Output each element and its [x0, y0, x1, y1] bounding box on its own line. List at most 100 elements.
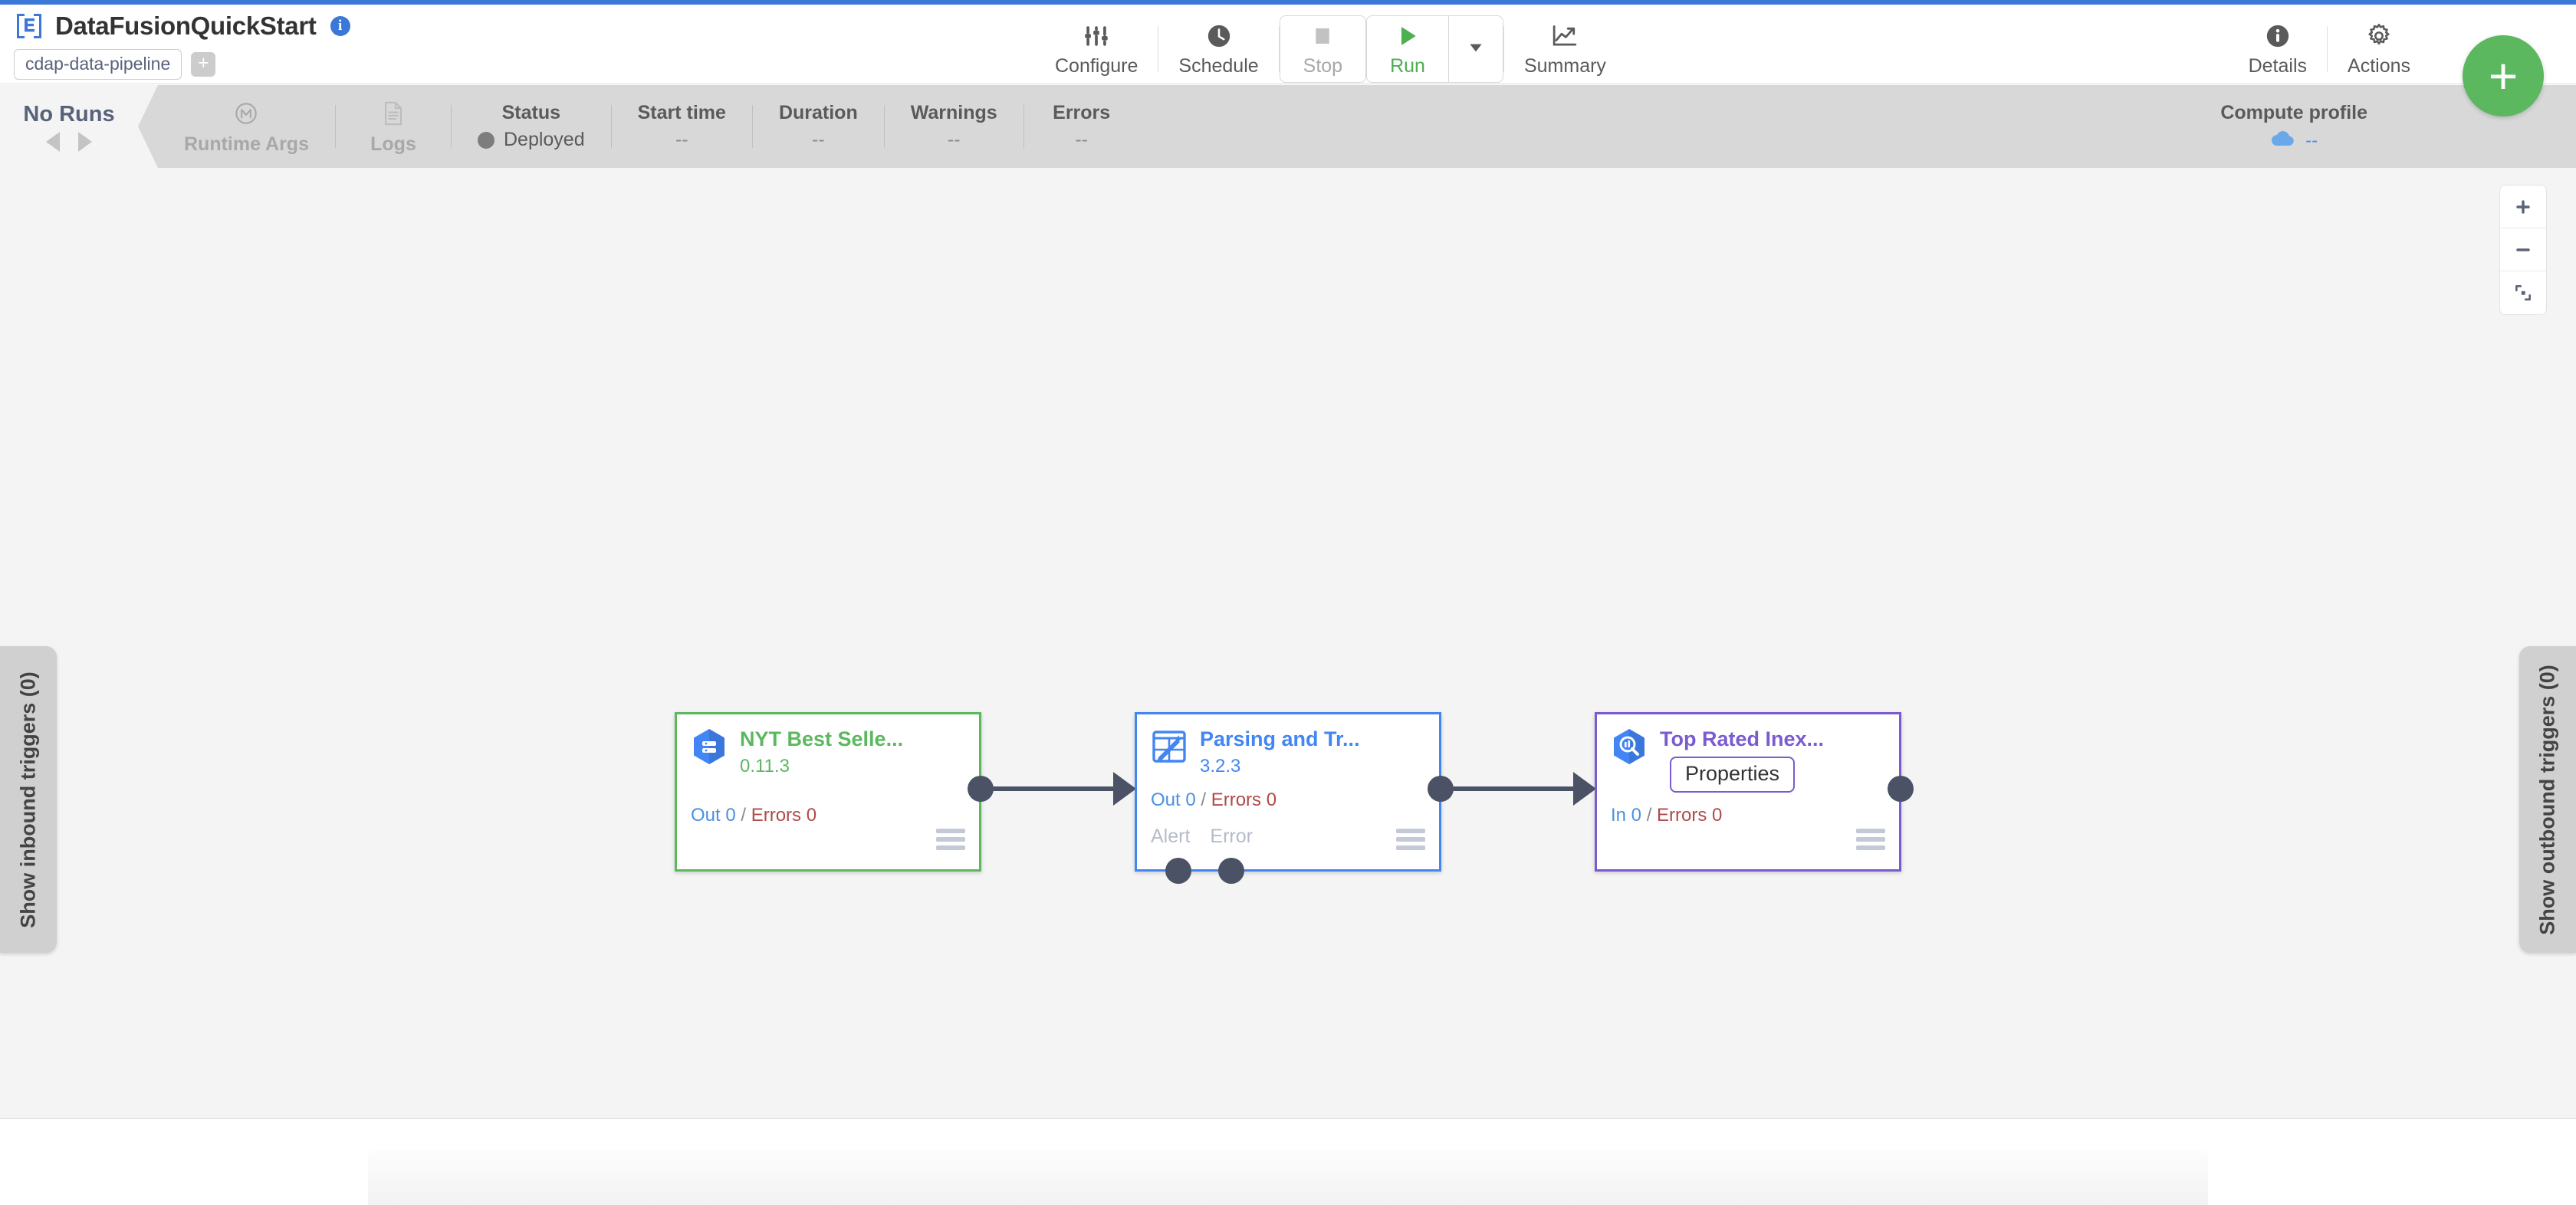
logs-label: Logs [370, 133, 416, 155]
pipeline-node-source[interactable]: NYT Best Selle... 0.11.3 Out 0 / Errors … [675, 712, 981, 872]
top-accent-bar [0, 0, 2576, 5]
node-in-metric: In 0 [1611, 805, 1642, 826]
run-button-group: Run [1366, 15, 1503, 83]
stats-divider [450, 105, 452, 148]
gear-icon [2365, 21, 2393, 51]
node-metrics: In 0 / Errors 0 [1611, 805, 1722, 826]
connection-transform-to-sink [1449, 786, 1579, 791]
macro-m-circle-icon [234, 98, 258, 129]
fit-to-screen-button[interactable] [2500, 271, 2546, 314]
outbound-triggers-drawer[interactable]: Show outbound triggers (0) [2519, 646, 2576, 953]
errors-value: -- [1075, 129, 1089, 150]
stop-button[interactable]: Stop [1279, 15, 1367, 83]
metric-separator: / [741, 805, 747, 826]
hamburger-menu-icon[interactable] [1856, 829, 1885, 854]
node-name: Parsing and Tr... [1200, 727, 1360, 750]
info-circle-icon [2265, 21, 2291, 51]
line-chart-icon [1551, 21, 1579, 51]
inbound-triggers-label: Show inbound triggers (0) [16, 671, 40, 928]
start-time-stat: Start time -- [612, 85, 752, 168]
schedule-button[interactable]: Schedule [1158, 9, 1278, 89]
details-label: Details [2248, 55, 2308, 77]
warnings-head: Warnings [910, 102, 997, 123]
error-port-label: Error [1210, 826, 1253, 847]
toolbar-divider [1278, 26, 1280, 72]
actions-button[interactable]: Actions [2328, 9, 2430, 89]
add-chip-button[interactable]: + [191, 52, 216, 77]
node-output-port-transform[interactable] [1428, 776, 1454, 802]
artifact-chip[interactable]: cdap-data-pipeline [14, 49, 182, 80]
node-out-metric: Out 0 [691, 805, 736, 826]
duration-value: -- [812, 129, 825, 150]
hamburger-menu-icon[interactable] [1396, 829, 1425, 854]
stop-square-icon [1311, 21, 1334, 51]
logs-button[interactable]: Logs [336, 85, 451, 168]
details-button[interactable]: Details [2229, 9, 2327, 89]
warnings-value: -- [947, 129, 961, 150]
runs-nav [46, 131, 92, 152]
status-dot-icon [477, 131, 495, 149]
run-dropdown-button[interactable] [1447, 16, 1503, 82]
main-toolbar: Configure Schedule Stop [1035, 9, 1626, 89]
node-errors-metric: Errors 0 [1211, 790, 1277, 810]
pipeline-node-transform[interactable]: Parsing and Tr... 3.2.3 Out 0 / Errors 0… [1135, 712, 1441, 872]
metric-separator: / [1201, 790, 1207, 810]
actions-label: Actions [2348, 55, 2410, 77]
alert-port-label: Alert [1151, 826, 1191, 847]
caret-down-icon [1466, 38, 1486, 61]
cdap-logo-icon [17, 14, 41, 38]
info-icon[interactable]: i [330, 16, 350, 36]
node-errors-metric: Errors 0 [751, 805, 817, 826]
app-header: DataFusionQuickStart i cdap-data-pipelin… [0, 5, 2576, 84]
inbound-triggers-drawer[interactable]: Show inbound triggers (0) [0, 646, 57, 953]
zoom-in-button[interactable] [2500, 186, 2546, 228]
configure-button[interactable]: Configure [1035, 9, 1158, 89]
toolbar-divider [1503, 26, 1504, 72]
duration-stat: Duration -- [753, 85, 884, 168]
node-alert-port[interactable] [1165, 858, 1191, 884]
pipeline-canvas[interactable]: NYT Best Selle... 0.11.3 Out 0 / Errors … [0, 168, 2576, 1119]
node-header: NYT Best Selle... 0.11.3 [677, 714, 979, 777]
node-port-labels: Alert Error [1151, 826, 1253, 848]
add-plugin-fab[interactable]: + [2463, 35, 2544, 117]
configure-label: Configure [1055, 55, 1138, 77]
start-time-value: -- [675, 129, 688, 150]
caret-left-icon[interactable] [46, 131, 60, 152]
compute-profile-stat[interactable]: Compute profile -- [2220, 85, 2367, 168]
runs-tab: No Runs [0, 85, 138, 168]
zoom-out-button[interactable] [2500, 228, 2546, 271]
node-output-port-sink[interactable] [1888, 776, 1914, 802]
warnings-stat: Warnings -- [885, 85, 1024, 168]
node-output-port-source[interactable] [968, 776, 994, 802]
node-error-port[interactable] [1218, 858, 1244, 884]
run-button[interactable]: Run [1367, 16, 1448, 82]
connection-arrowhead [1573, 772, 1596, 806]
properties-tooltip[interactable]: Properties [1670, 757, 1796, 793]
duration-head: Duration [778, 102, 858, 123]
metric-separator: / [1646, 805, 1652, 826]
runs-title: No Runs [23, 101, 115, 126]
clock-icon [1206, 21, 1232, 51]
node-titles: Top Rated Inex... [1660, 725, 1824, 751]
runs-tab-notch [138, 85, 158, 168]
node-version: 0.11.3 [740, 755, 790, 777]
compute-profile-value-group: -- [2270, 130, 2318, 152]
stats-divider [883, 105, 885, 148]
node-metrics: Out 0 / Errors 0 [1151, 790, 1276, 811]
wrangler-transform-icon [1148, 725, 1191, 768]
runtime-args-button[interactable]: Runtime Args [158, 85, 335, 168]
hamburger-menu-icon[interactable] [936, 829, 965, 854]
runtime-args-label: Runtime Args [184, 133, 309, 155]
summary-button[interactable]: Summary [1504, 9, 1626, 89]
caret-right-icon[interactable] [78, 131, 92, 152]
right-toolbar: Details Actions [2229, 9, 2430, 89]
connection-arrowhead [1113, 772, 1136, 806]
bigquery-source-icon [688, 725, 731, 768]
bottom-panel[interactable] [368, 1150, 2208, 1205]
compute-profile-head: Compute profile [2220, 101, 2367, 123]
bigquery-sink-icon [1608, 725, 1651, 768]
node-titles: Parsing and Tr... 3.2.3 [1200, 725, 1360, 777]
play-triangle-icon [1395, 21, 1420, 51]
node-version: 3.2.3 [1200, 755, 1241, 777]
